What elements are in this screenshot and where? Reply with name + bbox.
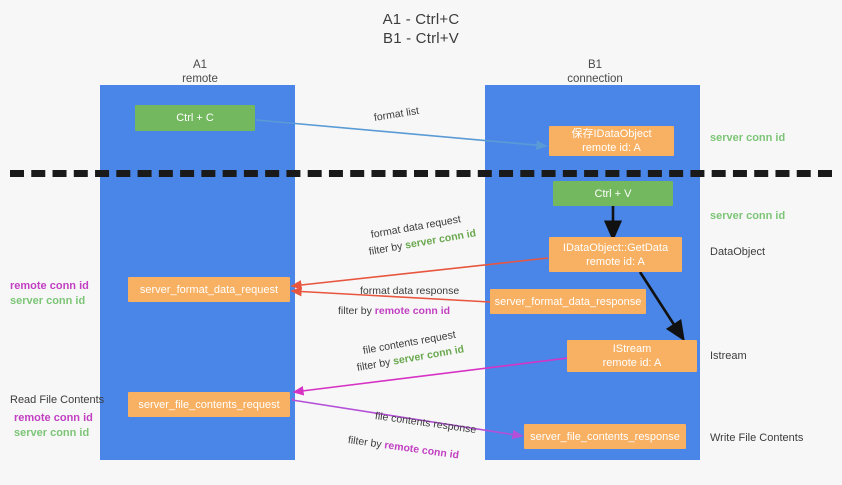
annotation-dataobject: DataObject [710, 245, 765, 260]
annotation-write-file-contents: Write File Contents [710, 431, 803, 446]
filter-key-remote-conn-id: remote conn id [383, 439, 460, 462]
column-a1-role: remote [182, 73, 218, 85]
annotation-remote-conn-id: remote conn id [10, 280, 89, 292]
annotation-text: Read File Contents [10, 394, 105, 406]
node-server-file-contents-request-label: server_file_contents_request [138, 398, 280, 411]
filter-prefix: filter by [347, 434, 383, 451]
node-server-file-contents-response[interactable]: server_file_contents_response [524, 424, 686, 449]
node-server-format-data-request[interactable]: server_format_data_request [128, 277, 290, 302]
node-idataobject-getdata[interactable]: IDataObject::GetData remote id: A [549, 237, 682, 272]
node-save-idataobject-label: 保存IDataObject [571, 128, 652, 140]
node-server-file-contents-response-label: server_file_contents_response [530, 430, 680, 443]
column-header-b1: B1 connection [530, 58, 660, 86]
column-b1-role: connection [567, 73, 623, 85]
node-save-idataobject-sub: remote id: A [582, 142, 641, 154]
filter-key-remote-conn-id: remote conn id [374, 305, 451, 317]
annotation-server-conn-id: server conn id [10, 295, 86, 307]
node-save-idataobject[interactable]: 保存IDataObject remote id: A [549, 126, 674, 156]
node-server-format-data-response-label: server_format_data_response [494, 295, 642, 308]
column-b1-name: B1 [587, 59, 603, 71]
edge-label-file-contents-response-filter: filter by remote conn id [347, 433, 460, 462]
node-istream-sub: remote id: A [602, 357, 662, 369]
annotation-text: server conn id [710, 210, 786, 222]
node-ctrl-c-label: Ctrl + C [176, 112, 214, 124]
annotation-text: Write File Contents [710, 432, 804, 444]
annotation-text: Istream [710, 350, 747, 362]
node-idataobject-getdata-label: IDataObject::GetData [562, 241, 669, 254]
annotation-server-conn-id-top: server conn id [710, 131, 785, 146]
annotation-left-conn-ids-upper: remote conn id server conn id [10, 279, 89, 309]
annotation-server-conn-id-mid: server conn id [710, 209, 785, 224]
annotation-server-conn-id: server conn id [14, 427, 90, 439]
annotation-istream: Istream [710, 349, 747, 364]
node-istream-label: IStream [612, 343, 652, 355]
phase-divider [10, 170, 832, 177]
node-ctrl-v-label: Ctrl + V [594, 187, 632, 200]
edge-label-format-data-response-filter: filter by remote conn id [338, 304, 450, 318]
annotation-left-conn-ids-lower: remote conn id server conn id [14, 411, 93, 441]
annotation-text: DataObject [710, 246, 766, 258]
filter-prefix: filter by [355, 356, 392, 374]
column-header-a1: A1 remote [140, 58, 260, 86]
edge-label-format-data-response: format data response [360, 285, 460, 297]
filter-prefix: filter by [338, 305, 372, 317]
filter-prefix: filter by [367, 240, 404, 258]
edge-label-format-list: format list [373, 104, 420, 124]
node-server-file-contents-request[interactable]: server_file_contents_request [128, 392, 290, 417]
column-a1-name: A1 [192, 59, 208, 71]
annotation-text: server conn id [710, 132, 786, 144]
node-idataobject-getdata-sub: remote id: A [586, 255, 645, 268]
title-line-1: A1 - Ctrl+C [382, 11, 460, 28]
annotation-read-file-contents: Read File Contents [10, 393, 104, 408]
edge-label-file-contents-response: file contents response [374, 410, 477, 437]
annotation-remote-conn-id: remote conn id [14, 412, 93, 424]
node-server-format-data-response[interactable]: server_format_data_response [490, 289, 646, 314]
node-server-format-data-request-label: server_format_data_request [139, 283, 279, 296]
title-line-2: B1 - Ctrl+V [383, 30, 459, 47]
node-ctrl-c[interactable]: Ctrl + C [135, 105, 255, 131]
node-istream[interactable]: IStream remote id: A [567, 340, 697, 372]
node-ctrl-v[interactable]: Ctrl + V [553, 181, 673, 206]
